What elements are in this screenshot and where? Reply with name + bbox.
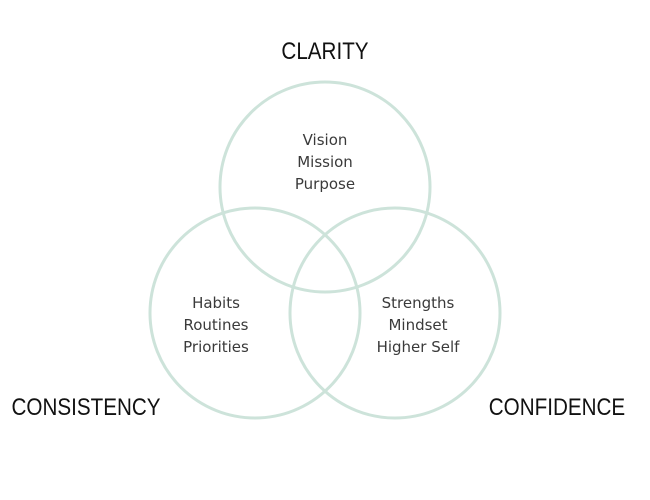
consistency-item-habits: Habits: [192, 294, 240, 312]
confidence-circle: [288, 206, 502, 420]
clarity-title: CLARITY: [281, 38, 368, 65]
consistency-item-priorities: Priorities: [183, 338, 249, 356]
confidence-item-strengths: Strengths: [382, 294, 455, 312]
clarity-item-purpose: Purpose: [295, 175, 355, 193]
consistency-title: CONSISTENCY: [11, 394, 160, 421]
confidence-title: CONFIDENCE: [489, 394, 625, 421]
clarity-item-mission: Mission: [297, 153, 353, 171]
clarity-item-vision: Vision: [303, 131, 348, 149]
confidence-item-mindset: Mindset: [388, 316, 447, 334]
clarity-circle: [218, 80, 432, 294]
consistency-item-routines: Routines: [183, 316, 248, 334]
consistency-circle: [148, 206, 362, 420]
confidence-item-higher-self: Higher Self: [377, 338, 461, 356]
